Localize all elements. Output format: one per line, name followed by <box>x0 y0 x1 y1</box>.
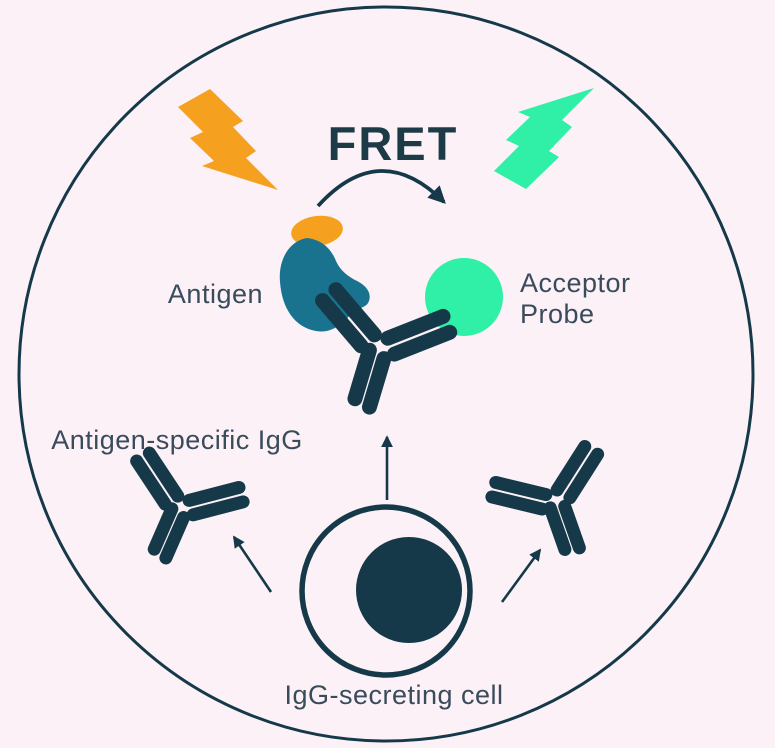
outer-boundary-circle <box>17 5 755 743</box>
excitation-lightning-icon <box>178 89 278 190</box>
antigen-label: Antigen <box>168 279 263 309</box>
secretion-arrows <box>232 435 542 603</box>
secretion-arrow-left-icon <box>232 535 273 593</box>
secretion-arrow-right-icon <box>500 548 542 603</box>
cell-membrane-circle <box>299 504 473 678</box>
emission-lightning-icon <box>494 88 594 189</box>
cell-nucleus <box>356 537 462 643</box>
fret-title: FRET <box>328 117 459 170</box>
energy-transfer-arrow-icon <box>316 169 446 208</box>
label-group: Antigen Acceptor Probe Antigen-specific … <box>51 268 630 710</box>
acceptor-probe-label-line2: Probe <box>520 299 595 329</box>
igg-secreting-cell-label: IgG-secreting cell <box>284 680 503 710</box>
acceptor-probe-label-line1: Acceptor <box>520 268 631 298</box>
antigen-specific-igg-label: Antigen-specific IgG <box>51 425 303 455</box>
